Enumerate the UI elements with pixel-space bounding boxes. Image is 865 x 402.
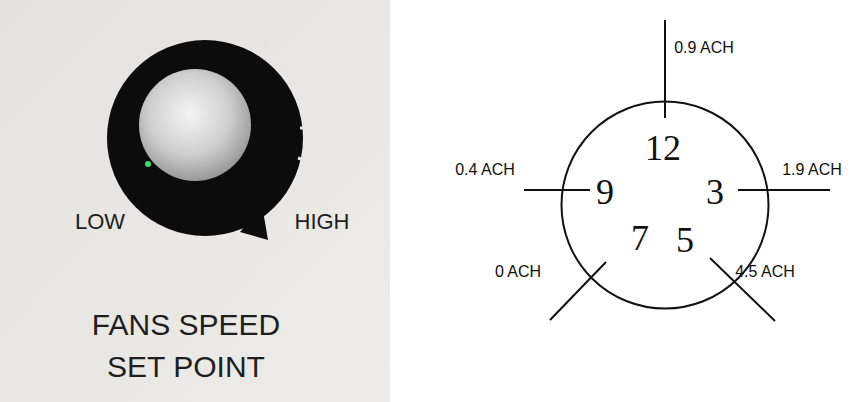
ach-label: 4.5 ACH bbox=[735, 264, 795, 280]
clock-position: 7 bbox=[631, 220, 649, 256]
clock-position: 9 bbox=[596, 174, 614, 210]
knob-ring bbox=[107, 40, 303, 236]
clock-position: 3 bbox=[706, 174, 724, 210]
ach-label: 1.9 ACH bbox=[782, 162, 842, 178]
knob-cap bbox=[139, 69, 251, 181]
ring-notches bbox=[264, 42, 304, 192]
ach-label: 0.4 ACH bbox=[455, 162, 515, 178]
ach-label: 0 ACH bbox=[495, 264, 541, 280]
panel-label: FANS SPEED SET POINT bbox=[61, 304, 311, 388]
clock-position: 5 bbox=[676, 222, 694, 258]
panel-label: HIGH bbox=[295, 211, 350, 233]
clock-position: 12 bbox=[645, 130, 681, 166]
panel-photo bbox=[0, 0, 390, 402]
panel-label: LOW bbox=[75, 211, 125, 233]
ach-label: 0.9 ACH bbox=[674, 40, 734, 56]
indicator-led bbox=[145, 161, 151, 167]
knob-pointer bbox=[240, 205, 268, 240]
